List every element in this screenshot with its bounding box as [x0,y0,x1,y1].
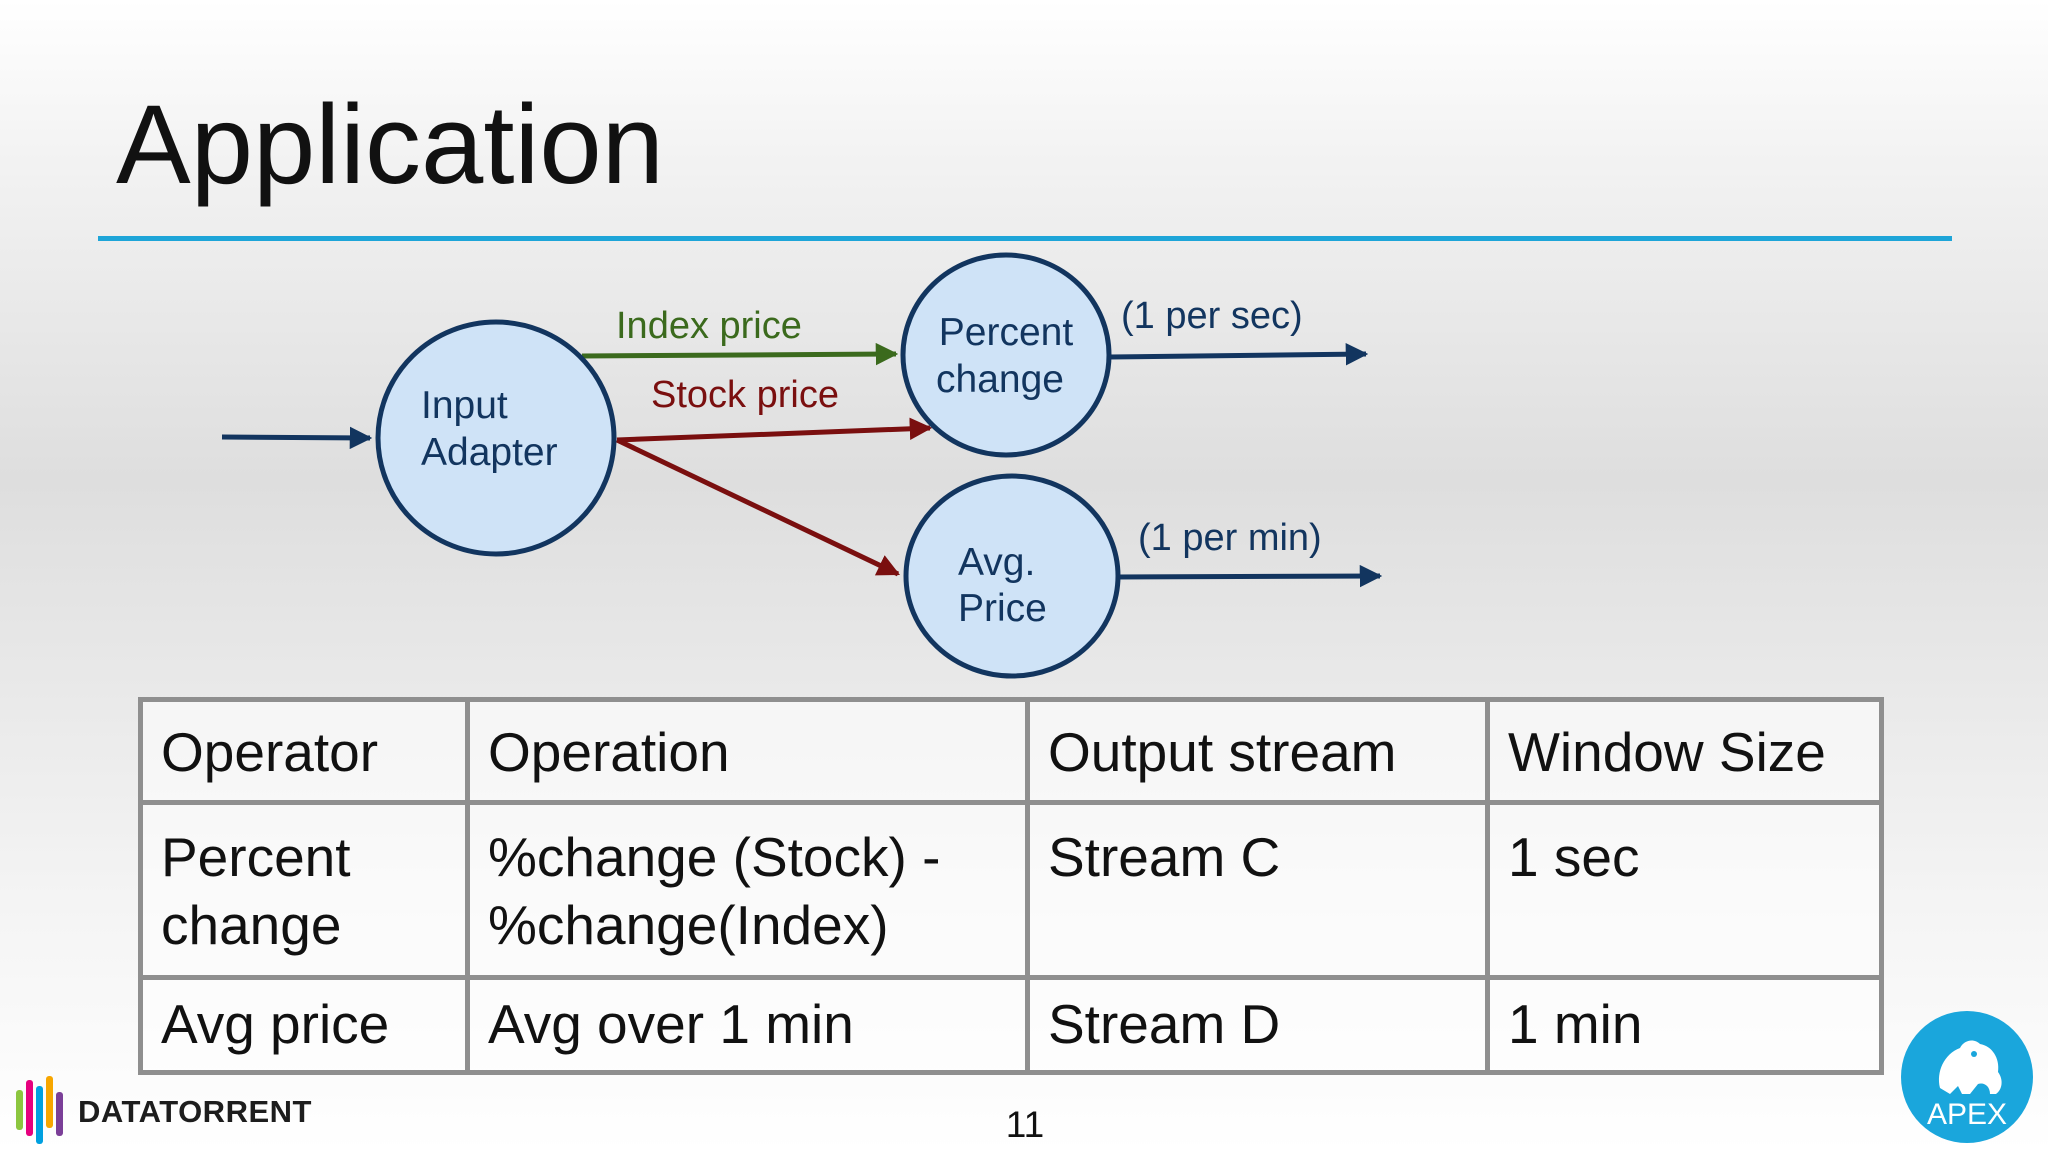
per-min-label: (1 per min) [1138,517,1322,559]
datatorrent-logo: DATATORRENT [12,1076,312,1148]
table-header-cell: Output stream [1025,697,1490,805]
table-cell: Avg over 1 min [465,975,1030,1075]
title-underline [98,236,1952,241]
input-adapter-node: Input Adapter [375,319,617,557]
page-number: 11 [1005,1104,1045,1145]
dataflow-diagram: Input Adapter Percent change Avg. Price … [221,252,1383,679]
stock-price-edge-to-avg [615,437,901,577]
avg-price-label-line2: Price [958,587,1047,630]
avg-price-label-line1: Avg. [958,541,1035,584]
table-header-cell: Operator [138,697,470,805]
apex-logo: APEX [1901,1011,2033,1143]
table-cell: Percent change [138,800,470,980]
table-cell: 1 min [1485,975,1884,1075]
table-cell: Stream D [1025,975,1490,1075]
avg-price-node: Avg. Price [903,473,1121,679]
percent-change-label-line1: Percent [939,311,1074,354]
datatorrent-bars-icon [16,1076,63,1144]
table-cell: %change (Stock) - %change(Index) [465,800,1030,980]
table-header-cell: Window Size [1485,697,1884,805]
per-sec-label: (1 per sec) [1121,295,1303,337]
table-row: Avg price Avg over 1 min Stream D 1 min [138,975,1884,1075]
operators-table: Operator Operation Output stream Window … [138,697,1884,1075]
table-cell: 1 sec [1485,800,1884,980]
stock-price-edge-to-percent [616,417,933,443]
index-price-label: Index price [616,305,802,347]
stock-price-label: Stock price [651,374,839,416]
datatorrent-wordmark: DATATORRENT [78,1094,312,1129]
table-row: Percent change %change (Stock) - %change… [138,800,1884,980]
percent-change-label-line2: change [936,358,1064,401]
apex-wordmark: APEX [1927,1098,2007,1131]
avg-output-arrow [1117,564,1383,588]
input-adapter-label-line2: Adapter [421,431,558,474]
table-header-row: Operator Operation Output stream Window … [138,697,1884,805]
percent-change-node: Percent change [900,252,1112,458]
index-price-edge [581,342,899,366]
input-adapter-label-line1: Input [421,384,508,427]
table-cell: Stream C [1025,800,1490,980]
table-cell: Avg price [138,975,470,1075]
table-header-cell: Operation [465,697,1030,805]
percent-output-arrow [1109,342,1369,366]
slide-title: Application [116,82,664,207]
input-stream-arrow [221,426,373,450]
